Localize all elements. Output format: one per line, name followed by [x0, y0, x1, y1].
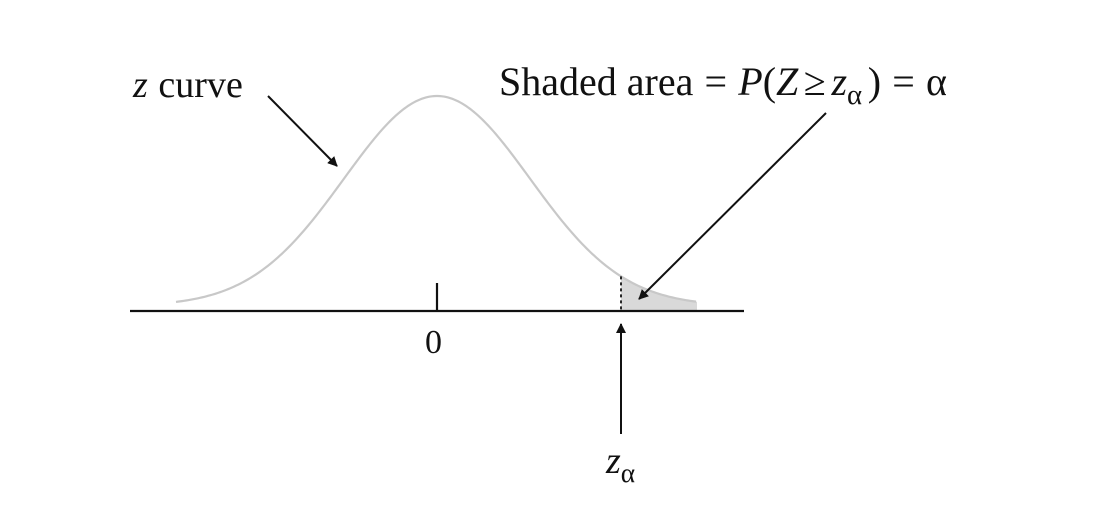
- random-variable-z: Z: [776, 59, 799, 104]
- curve-label-arrow: [267, 95, 338, 167]
- critical-value-z: z: [606, 440, 621, 482]
- equals-sign: =: [704, 59, 728, 104]
- probability-symbol: P: [738, 59, 763, 104]
- critical-value-label: zα: [606, 440, 635, 486]
- zero-tick-label: 0: [425, 324, 442, 361]
- critical-value-subscript: α: [620, 457, 636, 488]
- critical-z-subscript: α: [847, 79, 863, 112]
- z-curve: [175, 94, 697, 304]
- critical-z: z: [831, 59, 848, 104]
- shaded-area-label: Shaded area=P(Z≥zα)=α: [499, 59, 947, 110]
- close-paren: ): [867, 59, 882, 104]
- z-curve-label-variable: z: [133, 64, 148, 106]
- open-paren: (: [762, 59, 777, 104]
- alpha-result: α: [925, 59, 947, 104]
- shaded-area-arrow: [638, 112, 827, 300]
- equals-sign-2: =: [892, 59, 915, 104]
- shaded-area-lead: Shaded area: [499, 59, 694, 104]
- shaded-tail-area: [621, 276, 697, 311]
- greater-equal-sign: ≥: [803, 59, 826, 104]
- z-curve-label-word: curve: [158, 64, 243, 106]
